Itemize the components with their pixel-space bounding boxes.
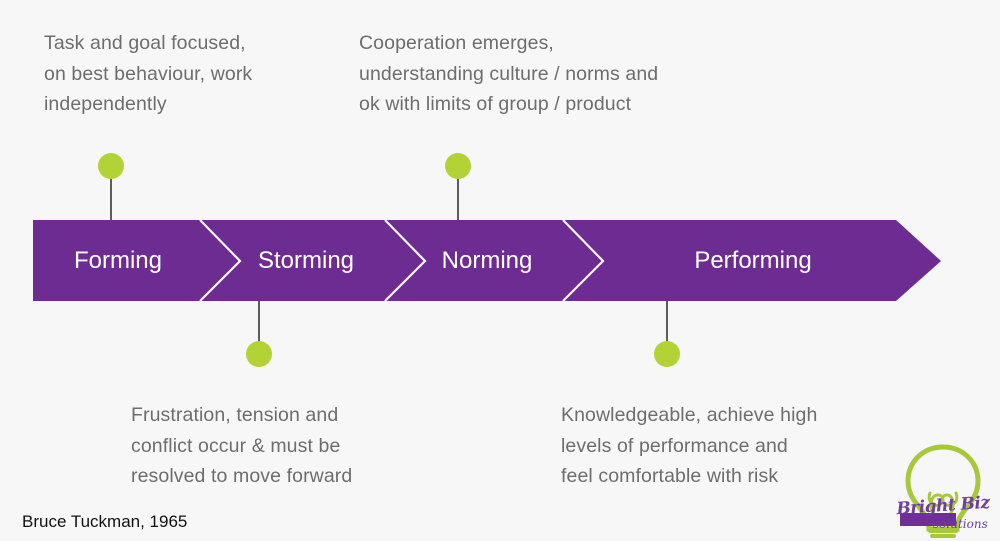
dot-norming xyxy=(445,153,471,179)
filament-swirl-icon xyxy=(927,491,959,515)
dot-storming xyxy=(246,341,272,367)
logo-purple-bar xyxy=(900,513,956,526)
brand-logo: Bright Biz solutions xyxy=(893,443,993,539)
marker-dots xyxy=(98,153,680,367)
stage-dividers xyxy=(199,219,605,302)
divider-norming-performing xyxy=(562,219,605,302)
divider-storming-norming xyxy=(384,219,427,302)
stage-label-storming[interactable]: Storming xyxy=(257,247,355,274)
logo-script-text: Bright Biz xyxy=(895,492,991,520)
lightbulb-base-icon xyxy=(928,529,958,538)
stage-label-performing[interactable]: Performing xyxy=(694,247,812,274)
divider-forming-storming xyxy=(199,219,242,302)
dot-performing xyxy=(654,341,680,367)
caption-forming: Task and goal focused, on best behaviour… xyxy=(44,32,253,115)
brand-logo-mark xyxy=(900,444,981,538)
logo-sub-text: solutions xyxy=(933,517,988,531)
stage-banner-arrow xyxy=(33,220,941,301)
caption-storming: Frustration, tension and conflict occur … xyxy=(131,404,353,487)
caption-performing: Knowledgeable, achieve high levels of pe… xyxy=(561,404,818,487)
dot-forming xyxy=(98,153,124,179)
caption-norming: Cooperation emerges, understanding cultu… xyxy=(359,32,659,115)
stage-label-norming[interactable]: Norming xyxy=(441,247,533,274)
source-attribution: Bruce Tuckman, 1965 xyxy=(22,512,188,531)
stage-label-forming[interactable]: Forming xyxy=(73,247,163,274)
